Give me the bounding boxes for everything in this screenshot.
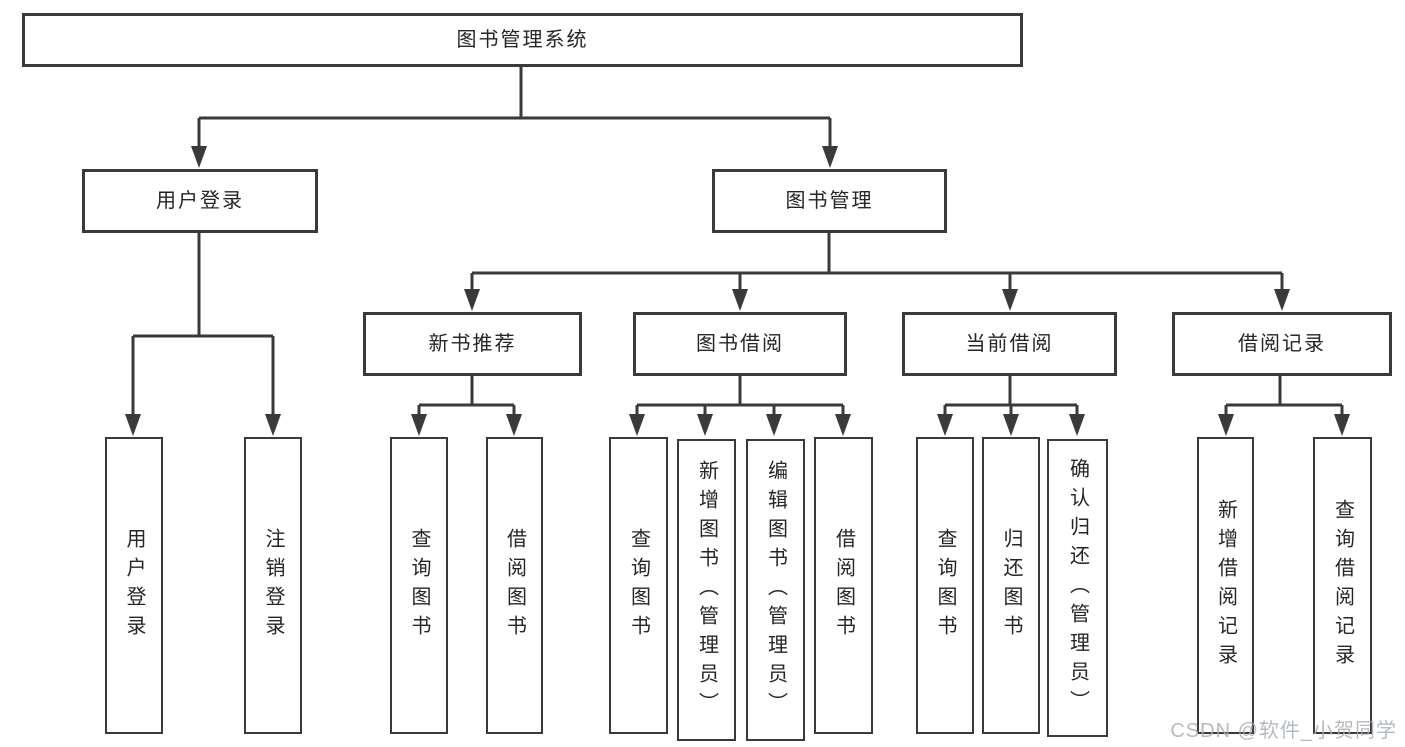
node-login-do: 用户登录 <box>105 437 163 734</box>
node-bor-edit: 编辑图书（管理员） <box>746 439 805 741</box>
node-bor-borrow: 借阅图书 <box>814 437 873 734</box>
node-cur-query: 查询图书 <box>916 437 974 734</box>
node-bor-query: 查询图书 <box>609 437 668 734</box>
node-logout: 注销登录 <box>244 437 302 734</box>
node-rec-query: 查询图书 <box>390 437 448 734</box>
node-bor-add: 新增图书（管理员） <box>677 439 736 741</box>
node-rec2-query: 查询借阅记录 <box>1313 437 1372 734</box>
node-rec-add: 新增借阅记录 <box>1197 437 1254 734</box>
node-current: 当前借阅 <box>902 312 1117 376</box>
node-borrow: 图书借阅 <box>633 312 847 376</box>
node-rec-borrow: 借阅图书 <box>486 437 543 734</box>
node-records: 借阅记录 <box>1172 312 1392 376</box>
watermark-text: CSDN @软件_小贺同学 <box>1170 720 1397 742</box>
node-root: 图书管理系统 <box>22 13 1023 67</box>
node-cur-confirm: 确认归还（管理员） <box>1047 439 1108 737</box>
node-mgmt: 图书管理 <box>712 169 947 233</box>
node-cur-return: 归还图书 <box>982 437 1040 734</box>
node-new-rec: 新书推荐 <box>363 312 582 376</box>
node-login: 用户登录 <box>82 169 318 233</box>
